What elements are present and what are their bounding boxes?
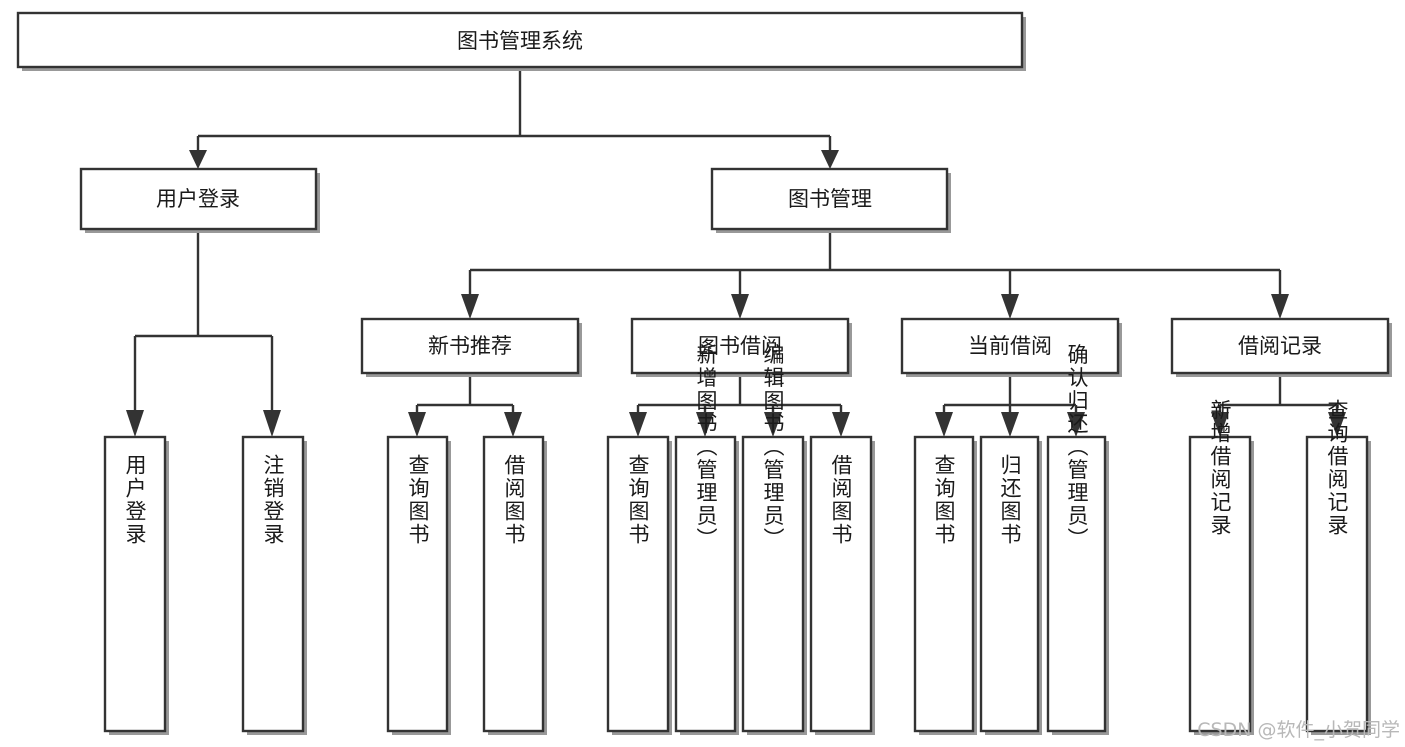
edge-userlogin-to-leaves — [126, 233, 281, 437]
leaf-borrow-book-1-label: 借阅图书 — [502, 454, 526, 546]
watermark: CSDN @软件_小贺同学 — [1197, 719, 1400, 741]
node-borrow-record-label: 借阅记录 — [1238, 334, 1322, 358]
node-user-login[interactable]: 用户登录 — [79, 167, 320, 233]
leaf-query-record-label: 查询借阅记录 — [1325, 399, 1349, 537]
leaf-query-book-3[interactable]: 查询图书 — [913, 435, 977, 735]
edge-currentborrow-to-leaves — [935, 373, 1085, 437]
node-book-borrow-label: 图书借阅 — [698, 334, 782, 358]
edge-bookborrow-to-leaves — [629, 373, 850, 437]
node-new-book-recommend-label: 新书推荐 — [428, 334, 512, 358]
node-borrow-record[interactable]: 借阅记录 — [1170, 317, 1392, 377]
leaf-add-book-label: 新增图书（管理员） — [694, 344, 718, 551]
leaf-logout-label: 注销登录 — [261, 454, 285, 546]
leaf-user-login-label: 用户登录 — [123, 454, 147, 546]
leaf-borrow-book-1[interactable]: 借阅图书 — [482, 435, 547, 735]
leaf-edit-book-label: 编辑图书（管理员） — [761, 344, 785, 551]
connector-layer — [126, 67, 1346, 437]
leaf-confirm-return[interactable]: 确认归还（管理员） — [1046, 344, 1109, 736]
leaf-borrow-book-2-label: 借阅图书 — [829, 454, 853, 546]
leaf-query-book-2[interactable]: 查询图书 — [606, 435, 672, 735]
node-current-borrow-label: 当前借阅 — [968, 334, 1052, 358]
leaf-query-book-1[interactable]: 查询图书 — [386, 435, 451, 735]
node-book-manage-label: 图书管理 — [788, 187, 872, 211]
node-root[interactable]: 图书管理系统 — [16, 11, 1026, 71]
leaf-confirm-return-label: 确认归还（管理员） — [1065, 344, 1089, 551]
node-root-label: 图书管理系统 — [457, 29, 583, 53]
edge-bookmanage-to-level3 — [461, 233, 1289, 319]
leaf-user-login[interactable]: 用户登录 — [103, 435, 169, 735]
leaf-query-record[interactable]: 查询借阅记录 — [1305, 399, 1371, 735]
edge-newbook-to-leaves — [408, 373, 522, 437]
leaf-query-book-2-label: 查询图书 — [626, 454, 650, 546]
node-book-manage[interactable]: 图书管理 — [710, 167, 951, 233]
edge-borrowrecord-to-leaves — [1211, 373, 1346, 437]
leaf-return-book[interactable]: 归还图书 — [979, 435, 1042, 735]
leaf-query-book-1-label: 查询图书 — [406, 454, 430, 546]
leaf-add-record[interactable]: 新增借阅记录 — [1188, 399, 1254, 735]
node-book-borrow[interactable]: 图书借阅 — [630, 317, 852, 377]
node-current-borrow[interactable]: 当前借阅 — [900, 317, 1122, 377]
leaf-return-book-label: 归还图书 — [998, 454, 1022, 546]
leaf-edit-book[interactable]: 编辑图书（管理员） — [741, 344, 807, 736]
node-new-book-recommend[interactable]: 新书推荐 — [360, 317, 582, 377]
leaf-query-book-3-label: 查询图书 — [932, 454, 956, 546]
edge-root-to-level2 — [189, 67, 839, 169]
node-user-login-label: 用户登录 — [156, 187, 240, 211]
leaf-logout[interactable]: 注销登录 — [241, 435, 307, 735]
leaf-borrow-book-2[interactable]: 借阅图书 — [809, 435, 875, 735]
leaf-add-book[interactable]: 新增图书（管理员） — [674, 344, 739, 736]
leaf-add-record-label: 新增借阅记录 — [1208, 399, 1232, 537]
